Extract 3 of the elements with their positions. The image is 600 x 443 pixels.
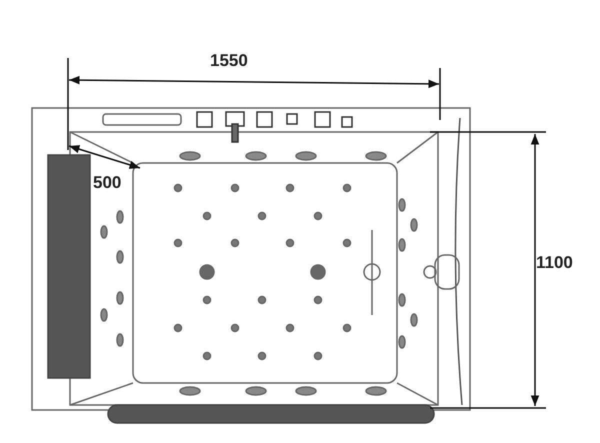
dimension-label: 500 bbox=[93, 174, 122, 191]
dimension-label: 1550 bbox=[210, 52, 248, 69]
dimension-label: 1100 bbox=[536, 254, 573, 271]
